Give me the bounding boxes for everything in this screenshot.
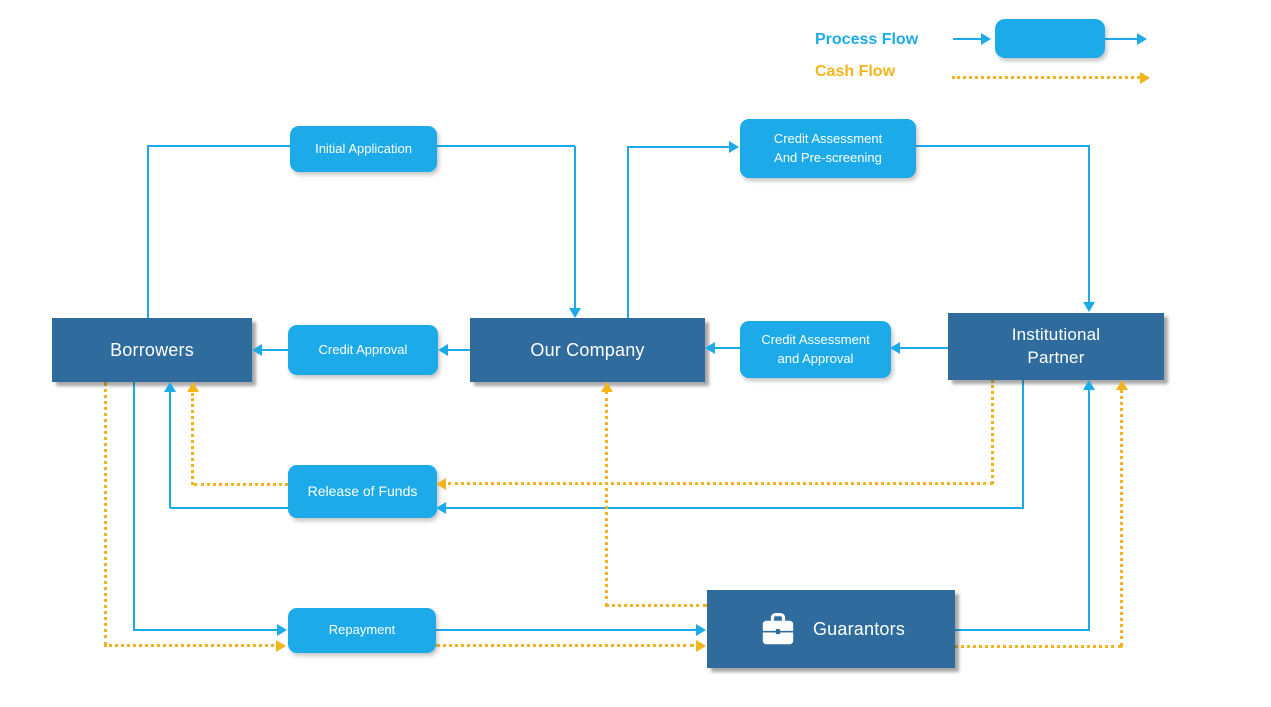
entity-borrowers: Borrowers: [52, 318, 252, 382]
process-flow-line: [627, 146, 730, 148]
cash-flow-arrow-icon: [1116, 380, 1128, 390]
process-flow-arrow-icon: [1083, 302, 1095, 312]
entity-guarantors: Guarantors: [707, 590, 955, 668]
process-flow-line: [133, 382, 135, 630]
process-flow-line: [437, 145, 575, 147]
process-flow-line: [1088, 389, 1090, 630]
legend-process-flow-line: [1105, 38, 1139, 40]
entity-our-company-label: Our Company: [530, 339, 645, 360]
legend-process-flow-line: [953, 38, 983, 40]
cash-flow-line: [954, 645, 1122, 648]
cash-flow-line: [104, 382, 107, 646]
cash-flow-line: [191, 393, 194, 485]
process-flow-arrow-icon: [438, 344, 448, 356]
process-flow-line: [170, 507, 288, 509]
legend-cash-arrow-icon: [1140, 72, 1150, 84]
entity-borrowers-label: Borrowers: [110, 339, 194, 360]
process-flow-line: [446, 349, 470, 351]
cash-flow-line: [448, 482, 993, 485]
legend-cash-flow-label: Cash Flow: [815, 63, 896, 80]
cash-flow-line: [991, 380, 994, 484]
legend-process-arrow-icon: [1137, 33, 1147, 45]
process-flow-line: [147, 145, 290, 147]
entity-our-company: Our Company: [470, 318, 705, 382]
process-flow-line: [627, 147, 629, 318]
process-step-initial-application: Initial Application: [290, 126, 437, 172]
process-step-repayment: Repayment: [288, 608, 436, 653]
process-flow-line: [444, 507, 1024, 509]
process-flow-arrow-icon: [252, 344, 262, 356]
cash-flow-arrow-icon: [696, 640, 706, 652]
process-flow-line: [147, 146, 149, 318]
process-flow-line: [133, 629, 279, 631]
process-flow-line: [954, 629, 1090, 631]
process-step-release-of-funds: Release of Funds: [288, 465, 437, 518]
process-step-credit-approval: Credit Approval: [288, 325, 438, 375]
cash-flow-line: [605, 604, 707, 607]
cash-flow-line: [1120, 389, 1123, 647]
cash-flow-line: [605, 391, 608, 606]
process-flow-arrow-icon: [705, 342, 715, 354]
process-flow-line: [1022, 380, 1024, 508]
entity-guarantors-label: Guarantors: [812, 618, 906, 639]
process-step-credit-assessment-prescreening: Credit Assessment And Pre-screening: [740, 119, 916, 178]
legend-process-flow-label: Process Flow: [815, 31, 919, 48]
process-flow-line: [436, 629, 698, 631]
legend-process-box: [995, 19, 1105, 58]
process-flow-arrow-icon: [696, 624, 706, 636]
legend-process-arrow-icon: [981, 33, 991, 45]
process-flow-arrow-icon: [569, 308, 581, 318]
process-flow-arrow-icon: [164, 382, 176, 392]
process-flow-arrow-icon: [729, 141, 739, 153]
process-flow-arrow-icon: [1083, 380, 1095, 390]
cash-flow-line: [436, 644, 694, 647]
process-flow-arrow-icon: [277, 624, 287, 636]
process-flow-line: [1088, 146, 1090, 303]
process-flow-arrow-icon: [890, 342, 900, 354]
cash-flow-arrow-icon: [601, 382, 613, 392]
cash-flow-line: [194, 483, 288, 486]
cash-flow-arrow-icon: [436, 478, 446, 490]
entity-institutional-partner: Institutional Partner: [948, 313, 1164, 380]
entity-institutional-partner-label: Institutional Partner: [1011, 324, 1101, 367]
process-step-credit-assessment-approval: Credit Assessment and Approval: [740, 321, 891, 378]
cash-flow-line: [104, 644, 274, 647]
process-flow-arrow-icon: [436, 502, 446, 514]
process-flow-line: [169, 391, 171, 508]
briefcase-icon: [757, 610, 799, 648]
process-flow-line: [713, 347, 740, 349]
cash-flow-arrow-icon: [187, 382, 199, 392]
legend-cash-flow-line: [952, 76, 1140, 79]
process-flow-line: [915, 145, 1090, 147]
cash-flow-arrow-icon: [276, 640, 286, 652]
process-flow-line: [574, 146, 576, 309]
process-flow-line: [898, 347, 948, 349]
process-flow-line: [260, 349, 288, 351]
